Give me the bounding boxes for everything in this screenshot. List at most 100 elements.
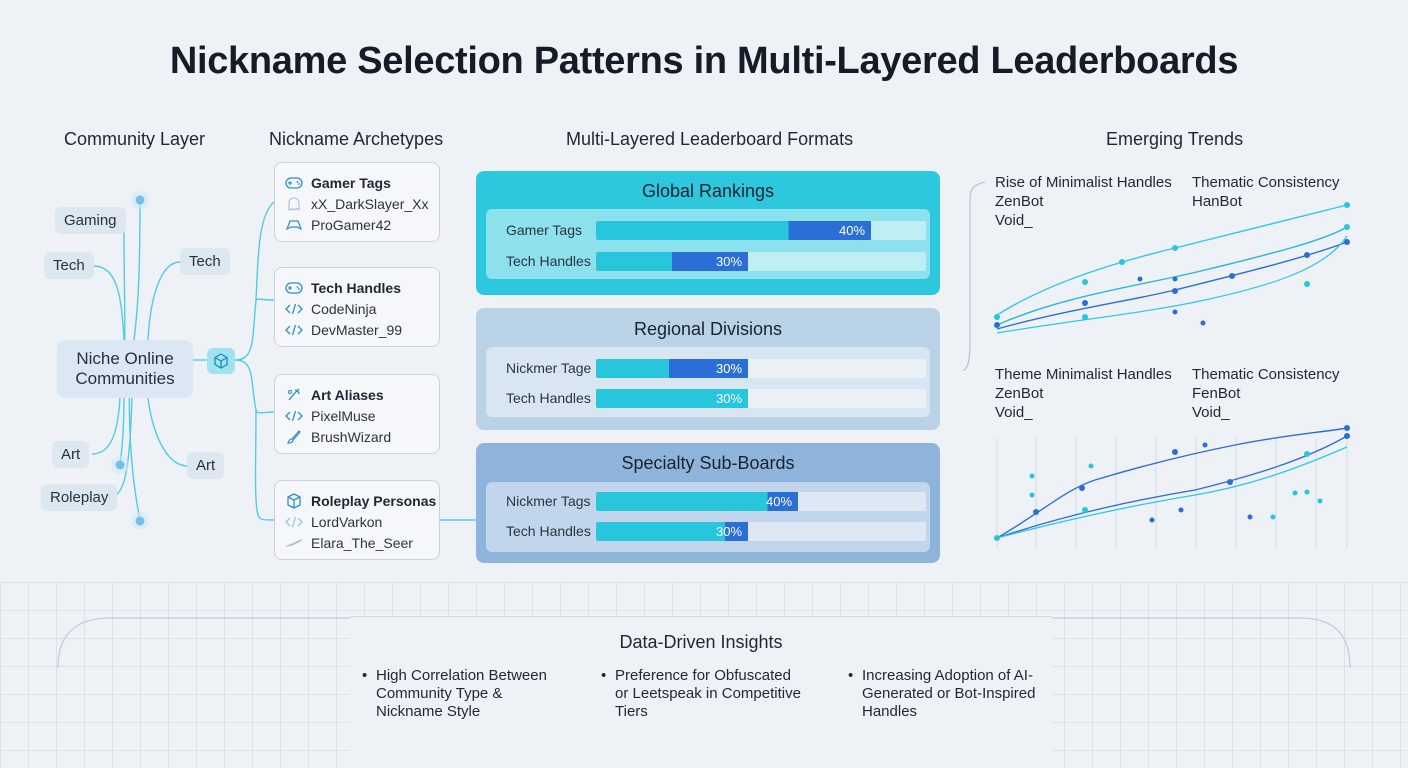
panel-inner: Gamer Tags 40% Tech Handles 30% [486, 209, 930, 279]
bar-label: Tech Handles [506, 253, 591, 269]
trend-point [1292, 490, 1298, 496]
bar-label: Nickmer Tags [506, 493, 591, 509]
feather-icon [285, 538, 303, 548]
gamepad-icon [285, 281, 303, 294]
bar-value-label: 30% [716, 524, 743, 539]
panel-inner: Nickmer Tage 30% Tech Handles 30% [486, 347, 930, 417]
trend-point [1149, 517, 1155, 523]
trend-bottom-left: Theme Minimalist Handles ZenBot Void_ [995, 365, 1172, 422]
bar [596, 221, 871, 240]
trend-point [994, 535, 1000, 541]
panel-specialty-sub-boards: Specialty Sub-Boards Nickmer Tags 40% Te… [476, 443, 940, 563]
trend-bottom-right: Thematic Consistency FenBot Void_ [1192, 365, 1340, 422]
code-icon [285, 324, 303, 336]
trend-point [1344, 239, 1350, 245]
bar-value-label: 40% [839, 223, 866, 238]
gamepad-icon [285, 176, 303, 189]
bar [596, 522, 748, 541]
trend-line [996, 435, 1348, 539]
trend-curves [994, 202, 1350, 548]
trend-line [996, 204, 1348, 316]
trend-item: Void_ [1192, 404, 1230, 421]
trend-point [1344, 224, 1350, 230]
header-nickname-archetypes: Nickname Archetypes [269, 129, 444, 149]
trend-point [994, 314, 1000, 320]
community-node-tech-right[interactable]: Tech [180, 248, 230, 275]
insight-item: High Correlation Between Community Type … [362, 667, 562, 721]
trend-point [1119, 259, 1125, 265]
trend-point [1317, 498, 1323, 504]
trend-point [1082, 279, 1088, 285]
code-icon [285, 410, 303, 422]
insight-item: Increasing Adoption of AI-Generated or B… [848, 667, 1048, 721]
community-node-roleplay[interactable]: Roleplay [41, 484, 118, 511]
page-title: Nickname Selection Patterns in Multi-Lay… [169, 40, 1239, 82]
trend-point [1202, 442, 1208, 448]
trend-point [1082, 507, 1088, 513]
trend-point [1088, 463, 1094, 469]
bar-label: Nickmer Tage [506, 360, 592, 376]
trend-point [1178, 507, 1184, 513]
archetype-card-art-aliases[interactable]: Art Aliases PixelMuse BrushWizard [274, 374, 440, 454]
trend-point [1227, 479, 1233, 485]
trend-point [1172, 288, 1178, 294]
bar-value-label: 40% [766, 494, 793, 509]
palette-icon [285, 387, 303, 403]
trend-point [1172, 309, 1178, 315]
trend-item: Void_ [995, 212, 1033, 229]
community-node-tech-left[interactable]: Tech [44, 252, 94, 279]
trend-title: Rise of Minimalist Handles [995, 174, 1172, 191]
trend-point [1033, 509, 1039, 515]
archetype-card-roleplay-personas[interactable]: Roleplay Personas LordVarkon Elara_The_S… [274, 480, 440, 560]
bar-row: Nickmer Tags 40% [496, 492, 926, 512]
panel-regional-divisions: Regional Divisions Nickmer Tage 30% Tech… [476, 308, 940, 430]
insight-item: Preference for Obfuscated or Leetspeak i… [601, 667, 801, 721]
trend-point [1082, 314, 1088, 320]
trend-point [1304, 489, 1310, 495]
bar-row: Tech Handles 30% [496, 252, 926, 272]
trend-item: ZenBot [995, 193, 1044, 210]
community-node-art-right[interactable]: Art [187, 452, 225, 479]
bar-label: Tech Handles [506, 523, 591, 539]
bar-row: Tech Handles 30% [496, 389, 926, 409]
trend-title: Thematic Consistency [1192, 174, 1340, 191]
trend-title: Theme Minimalist Handles [995, 366, 1172, 383]
trend-point [1229, 273, 1235, 279]
trend-item: ZenBot [995, 385, 1044, 402]
community-node-art-left[interactable]: Art [52, 441, 90, 468]
trend-line [996, 226, 1348, 326]
bar [596, 359, 748, 378]
trend-point [1270, 514, 1276, 520]
panel-inner: Nickmer Tags 40% Tech Handles 30% [486, 482, 930, 552]
trend-top-right: Thematic Consistency HanBot [1192, 173, 1340, 211]
trend-point [1344, 425, 1350, 431]
controller-icon [285, 219, 303, 231]
cube-hub-icon [207, 348, 235, 374]
insights-title: Data-Driven Insights [619, 632, 783, 652]
bar-value-label: 30% [716, 391, 743, 406]
brush-icon [285, 429, 303, 445]
bar-label: Tech Handles [506, 390, 591, 406]
trend-point [1304, 252, 1310, 258]
panel-title: Regional Divisions [633, 319, 783, 339]
bar [596, 492, 798, 511]
trend-line [996, 235, 1348, 334]
code-icon [285, 516, 303, 528]
bar-row: Nickmer Tage 30% [496, 359, 926, 379]
trend-point [994, 322, 1000, 328]
trend-point [1137, 276, 1143, 282]
archetype-card-gamer-tags[interactable]: Gamer Tags xX_DarkSlayer_Xx ProGamer42 [274, 162, 440, 242]
header-emerging-trends: Emerging Trends [1106, 129, 1244, 149]
trend-point [1082, 300, 1088, 306]
trend-line [996, 446, 1348, 539]
archetype-card-tech-handles[interactable]: Tech Handles CodeNinja DevMaster_99 [274, 267, 440, 347]
bar-label: Gamer Tags [506, 222, 582, 238]
trend-title: Thematic Consistency [1192, 366, 1340, 383]
bar-value-label: 30% [716, 254, 743, 269]
trend-point [1029, 473, 1035, 479]
header-leaderboard-formats: Multi-Layered Leaderboard Formats [566, 129, 854, 149]
community-node-gaming[interactable]: Gaming [55, 207, 126, 234]
trend-item: HanBot [1192, 193, 1243, 210]
community-center-node[interactable]: Niche Online Communities [57, 340, 193, 398]
trend-point [1172, 245, 1178, 251]
